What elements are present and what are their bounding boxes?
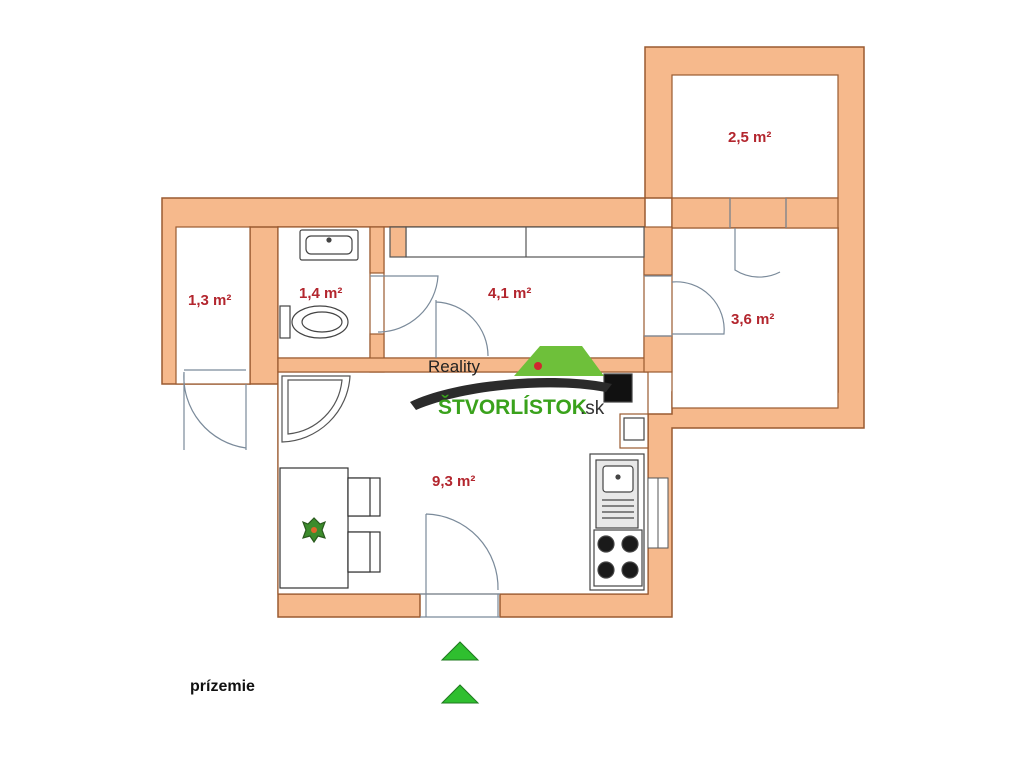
area-labels: 1,3 m² 1,4 m² 4,1 m² 2,5 m² 3,6 m² 9,3 m…: [188, 129, 774, 490]
room-storage-left: [175, 226, 251, 385]
burner-icon: [597, 561, 615, 579]
burner-icon: [621, 535, 639, 553]
logo-watermark: Reality ŠTVORLÍSTOK .sk: [410, 346, 612, 419]
wc-fixtures: [279, 229, 359, 339]
door-entrance: [420, 513, 500, 618]
logo-main-text: ŠTVORLÍSTOK: [438, 395, 587, 419]
doors: [183, 198, 787, 618]
area-hall: 4,1 m²: [488, 285, 531, 302]
kitchen-counter: [589, 373, 645, 591]
room-right: [671, 227, 839, 409]
door-hall: [435, 300, 489, 358]
dining-set: [279, 467, 381, 589]
logo-top-text: Reality: [428, 357, 480, 376]
door-wc: [370, 275, 439, 333]
area-storage-top-right: 2,5 m²: [728, 129, 771, 146]
area-storage-left: 1,3 m²: [188, 292, 231, 309]
burner-icon: [621, 561, 639, 579]
area-kitchen: 9,3 m²: [432, 473, 475, 490]
burner-icon: [597, 535, 615, 553]
floor-label: prízemie: [190, 678, 255, 695]
door-right: [644, 275, 725, 337]
area-wc: 1,4 m²: [299, 285, 342, 302]
door-top-right: [729, 198, 787, 278]
wardrobe: [389, 226, 645, 258]
toilet-tank: [279, 305, 291, 339]
shower: [281, 375, 351, 443]
room-storage-top-right: [671, 74, 839, 199]
arrow-up-icon: [440, 641, 480, 661]
area-room-right: 3,6 m²: [731, 311, 774, 328]
window: [647, 477, 669, 549]
arrow-up-icon: [440, 684, 480, 704]
entrance-arrows: [440, 641, 480, 704]
door-left: [183, 369, 247, 450]
logo-suffix-text: .sk: [580, 398, 605, 419]
